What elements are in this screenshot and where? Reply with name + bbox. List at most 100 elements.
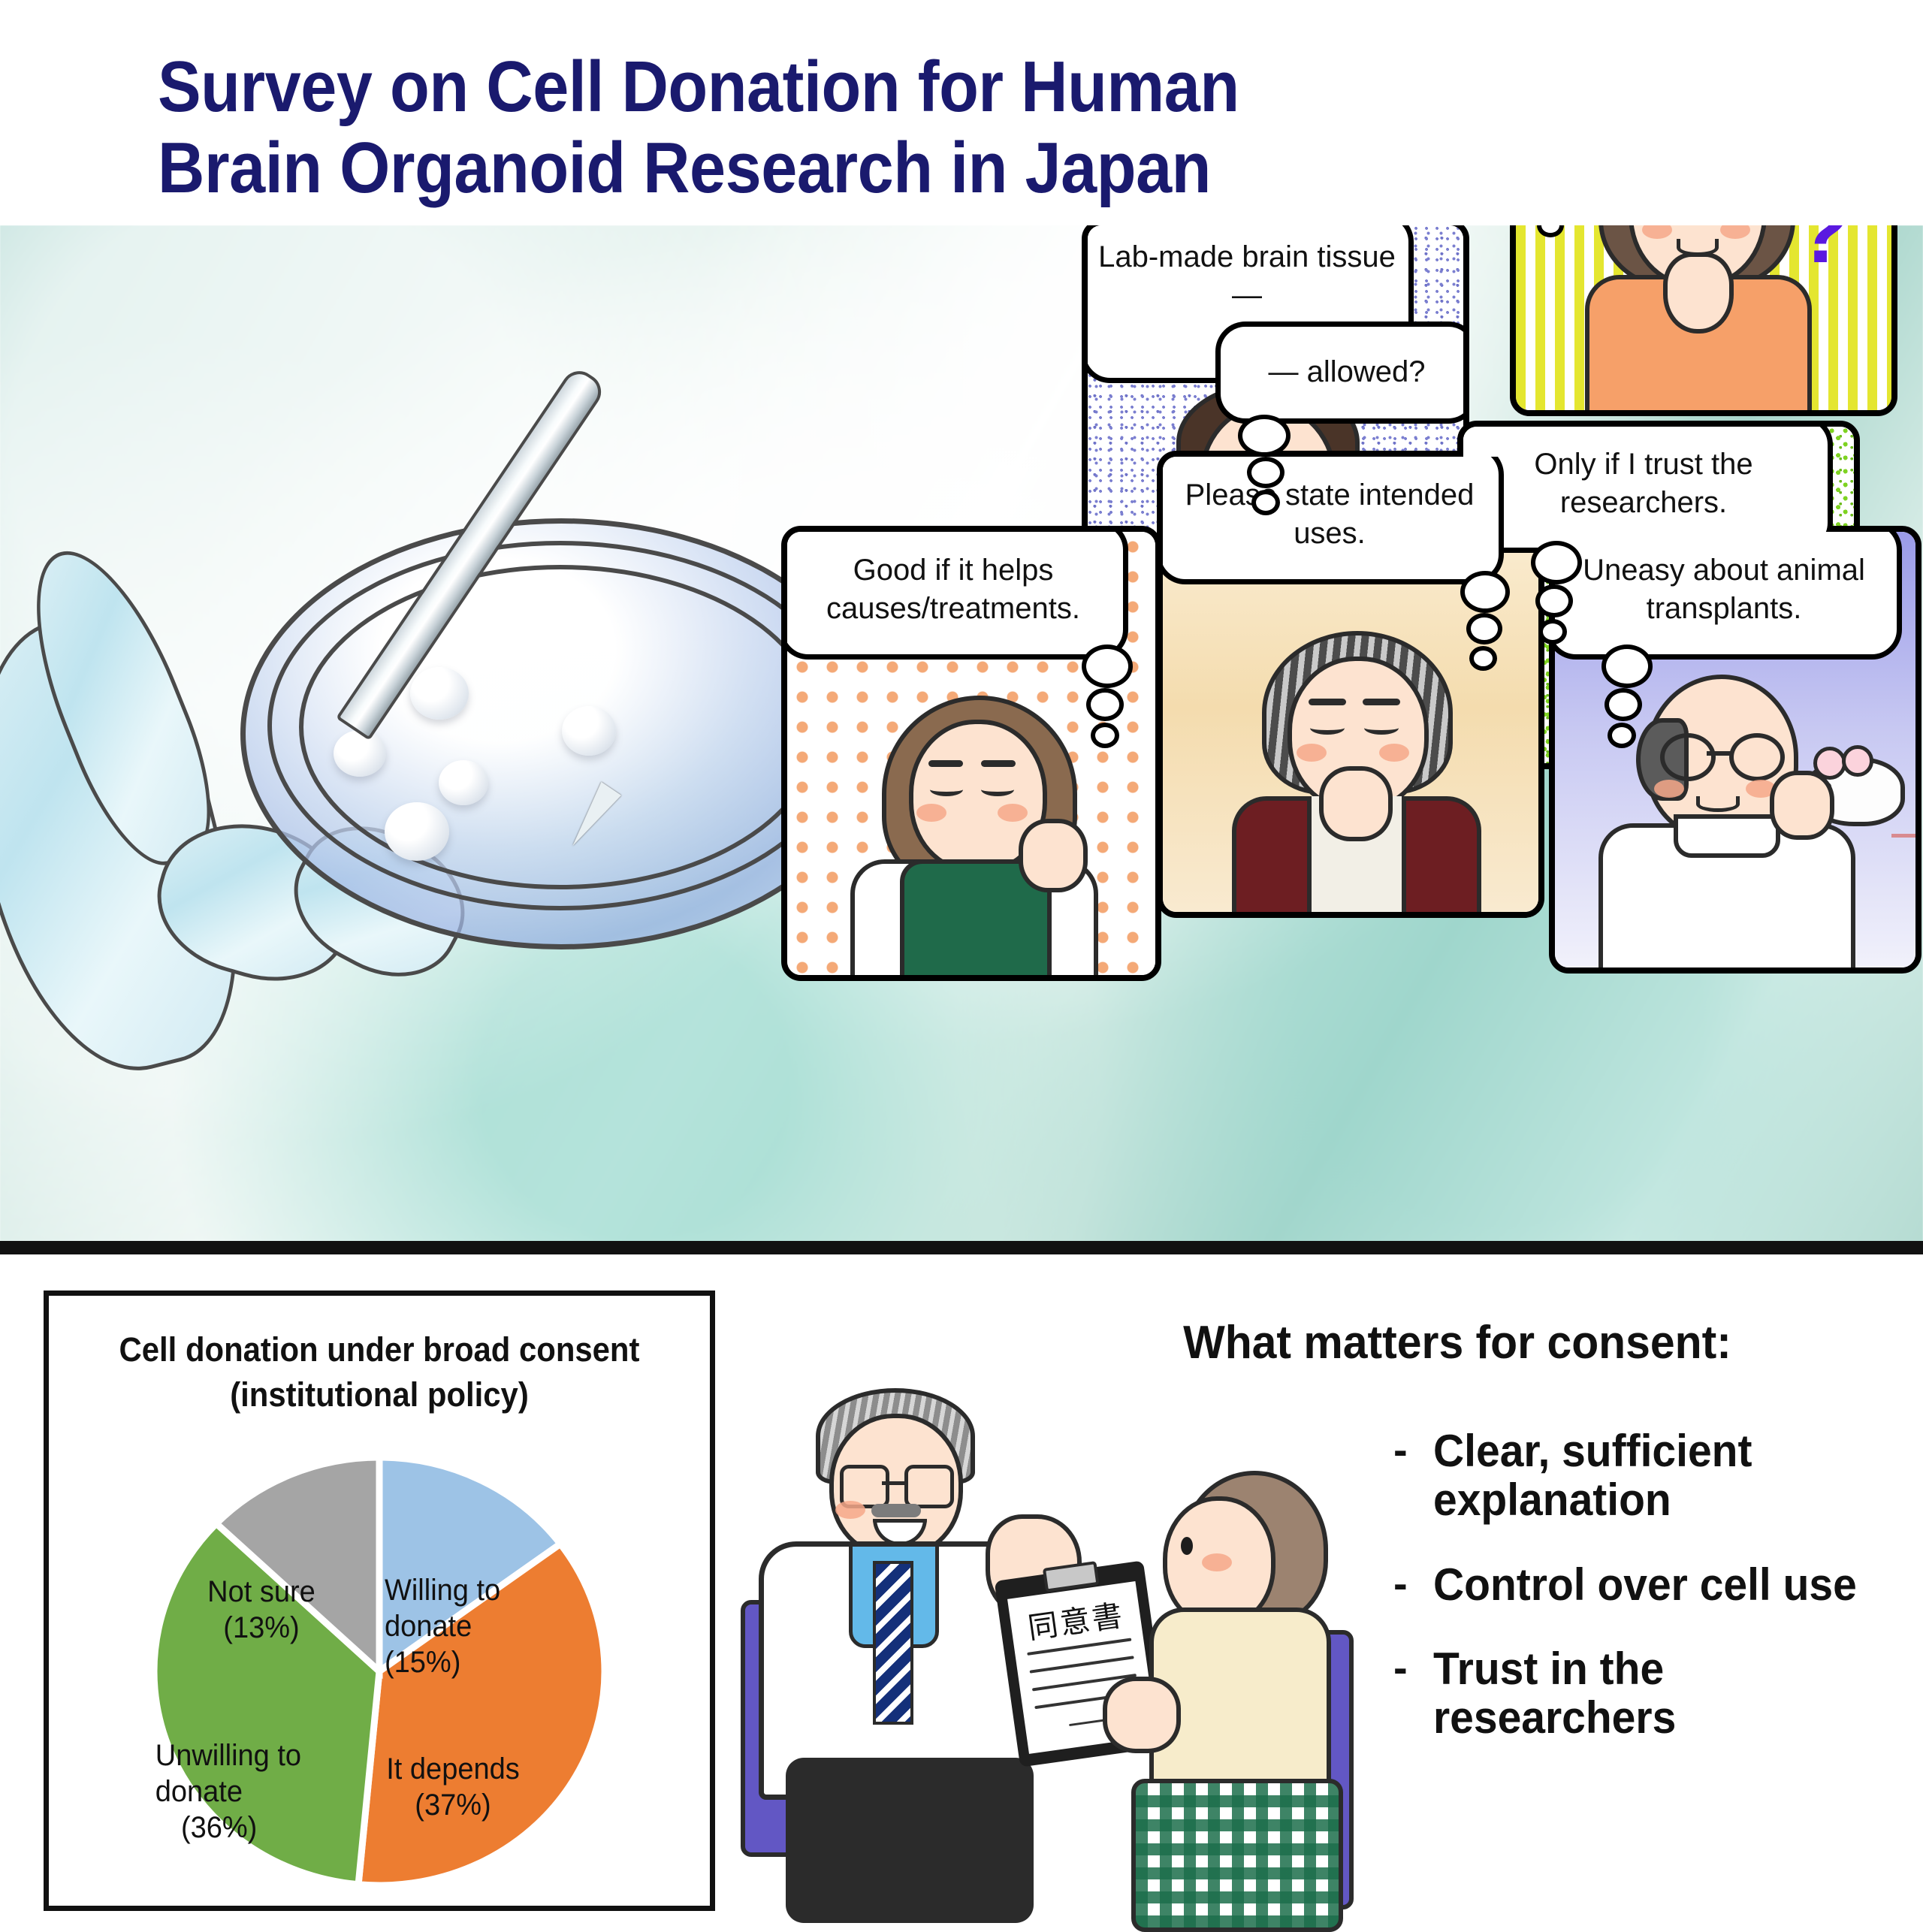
pie-label-not-sure: Not sure (13%) bbox=[194, 1574, 330, 1646]
pie-label-unwilling: Unwilling to donate (36%) bbox=[155, 1737, 320, 1846]
young-woman-eye-right bbox=[981, 783, 1014, 796]
speech-text-2-line1: Lab-made brain tissue — bbox=[1098, 240, 1396, 312]
chart-title: Cell donation under broad consent (insti… bbox=[72, 1327, 687, 1418]
older-woman-cheek-left bbox=[1297, 744, 1327, 762]
patient-skirt bbox=[1131, 1779, 1343, 1932]
consent-item-1: Clear, sufficient explanation bbox=[1432, 1426, 1752, 1525]
hero-illustration-band: ? What’s a brain organoid? Lab-made brai… bbox=[0, 225, 1923, 1247]
doctor-glasses-icon bbox=[840, 1465, 954, 1508]
thought-tail-4b bbox=[1466, 613, 1502, 645]
consent-heading: What matters for consent: bbox=[1183, 1317, 1731, 1369]
panel-man-uneasy: Uneasy about animal transplants. bbox=[1549, 526, 1921, 974]
doctor-moustache bbox=[871, 1504, 921, 1517]
consent-bullet-list: - Clear, sufficient explanation - Contro… bbox=[1393, 1426, 1912, 1779]
pie-label-unwilling-name: Unwilling to donate bbox=[155, 1739, 302, 1808]
thought-tail-2c bbox=[1251, 490, 1280, 515]
speech-bubble-4: Please state intended uses. bbox=[1163, 457, 1504, 584]
panel-woman-question: ? What’s a brain organoid? bbox=[1510, 225, 1897, 416]
older-woman-hand bbox=[1319, 766, 1393, 841]
pie-label-not-sure-pct: (13%) bbox=[223, 1611, 300, 1644]
thought-tail-6c bbox=[1608, 723, 1636, 748]
speech-bubble-6: Uneasy about animal transplants. bbox=[1555, 532, 1902, 660]
list-item: - Clear, sufficient explanation bbox=[1393, 1426, 1912, 1525]
organoid-4 bbox=[385, 802, 449, 861]
thought-tail-6a bbox=[1601, 645, 1653, 688]
glasses-icon bbox=[1660, 733, 1785, 781]
thought-tail-4c bbox=[1469, 646, 1497, 671]
young-woman-cheek-right bbox=[998, 804, 1028, 822]
pie-label-depends-name: It depends bbox=[386, 1752, 520, 1786]
list-item: - Control over cell use bbox=[1393, 1559, 1912, 1610]
bald-man-hand bbox=[1770, 771, 1834, 840]
panel-woman-uses: Please state intended uses. bbox=[1157, 451, 1544, 918]
older-woman-brow-left bbox=[1309, 699, 1346, 705]
organoid-1 bbox=[410, 667, 469, 720]
bullet-marker: - bbox=[1393, 1644, 1408, 1692]
pie-label-willing-pct: (15%) bbox=[385, 1646, 461, 1679]
pie-label-unwilling-pct: (36%) bbox=[180, 1811, 258, 1844]
woman-cheek-left bbox=[1642, 225, 1672, 239]
thought-tail-3b bbox=[1535, 584, 1573, 617]
older-woman-eye-right bbox=[1364, 721, 1399, 735]
consent-item-3: Trust in the researchers bbox=[1432, 1644, 1676, 1743]
petri-dish bbox=[240, 518, 882, 949]
bullet-marker: - bbox=[1393, 1426, 1408, 1473]
chart-title-line-1: Cell donation under broad consent bbox=[119, 1330, 640, 1369]
chart-title-line-2: (institutional policy) bbox=[230, 1375, 529, 1414]
pie-svg bbox=[150, 1454, 608, 1889]
speech-text-2-line2: — allowed? bbox=[1268, 355, 1426, 389]
consent-item-2: Control over cell use bbox=[1432, 1559, 1857, 1610]
speech-text-5: Good if it helps causes/treatments. bbox=[826, 553, 1080, 625]
older-woman-brow-right bbox=[1363, 699, 1400, 705]
bald-man-mouth bbox=[1696, 796, 1740, 812]
thought-tail-5c bbox=[1091, 723, 1119, 748]
patient-eye bbox=[1181, 1537, 1193, 1555]
young-woman-brow-left bbox=[928, 760, 963, 767]
patient-hand bbox=[1103, 1677, 1181, 1753]
organoid-3 bbox=[439, 760, 488, 805]
speech-bubble-5: Good if it helps causes/treatments. bbox=[787, 532, 1128, 660]
pie-slice-not-sure bbox=[211, 1454, 383, 1680]
thought-tail-6b bbox=[1605, 688, 1642, 721]
pie-slice-unwilling-to-donate bbox=[150, 1519, 383, 1888]
panel-woman-good: Good if it helps causes/treatments. bbox=[781, 526, 1161, 981]
woman-hand bbox=[1663, 252, 1734, 334]
pie-label-depends: It depends (37%) bbox=[375, 1751, 532, 1823]
list-item: - Trust in the researchers bbox=[1393, 1645, 1912, 1743]
speech-bubble-2b: — allowed? bbox=[1215, 321, 1463, 424]
patient-cheek bbox=[1202, 1553, 1232, 1571]
doctor-trousers bbox=[786, 1758, 1034, 1923]
clipboard-title-text: 同意書 bbox=[1025, 1598, 1127, 1647]
thought-tail-2b bbox=[1247, 457, 1285, 488]
organoid-5 bbox=[562, 706, 616, 756]
page-title: Survey on Cell Donation for Human Brain … bbox=[158, 47, 1239, 208]
pie-chart: Not sure (13%) Willing to donate (15%) U… bbox=[146, 1454, 612, 1889]
bald-man-cheek-left bbox=[1654, 780, 1684, 798]
older-woman-cheek-right bbox=[1379, 744, 1409, 762]
organoid-2 bbox=[334, 730, 386, 777]
question-mark-glyph: ? bbox=[1795, 225, 1850, 282]
bald-man-collar bbox=[1674, 814, 1780, 858]
thought-tail-1c bbox=[1537, 225, 1564, 237]
older-woman-eye-left bbox=[1310, 721, 1345, 735]
section-divider bbox=[0, 1241, 1923, 1254]
thought-tail-3a bbox=[1531, 541, 1582, 584]
pie-slice-willing-to-donate bbox=[376, 1454, 566, 1678]
doctor-necktie bbox=[873, 1561, 913, 1725]
pie-slice-it-depends bbox=[355, 1539, 608, 1889]
young-woman-brow-right bbox=[981, 760, 1016, 767]
consent-scene-illustration: 同意書 bbox=[741, 1382, 1360, 1932]
pie-label-not-sure-name: Not sure bbox=[207, 1575, 315, 1608]
chart-panel: Cell donation under broad consent (insti… bbox=[44, 1291, 715, 1911]
pie-label-depends-pct: (37%) bbox=[415, 1789, 491, 1822]
woman-cheek-right bbox=[1720, 225, 1750, 239]
title-band: Survey on Cell Donation for Human Brain … bbox=[0, 0, 1923, 225]
patient-head bbox=[1163, 1496, 1275, 1627]
pie-label-willing-name: Willing to donate bbox=[385, 1574, 501, 1643]
speech-text-4: Please state intended uses. bbox=[1185, 478, 1475, 550]
thought-tail-2a bbox=[1238, 415, 1291, 457]
speech-text-6: Uneasy about animal transplants. bbox=[1583, 553, 1865, 625]
speech-text-3: Only if I trust the researchers. bbox=[1534, 447, 1753, 519]
thought-tail-5a bbox=[1082, 645, 1133, 688]
thought-tail-3c bbox=[1538, 619, 1567, 645]
